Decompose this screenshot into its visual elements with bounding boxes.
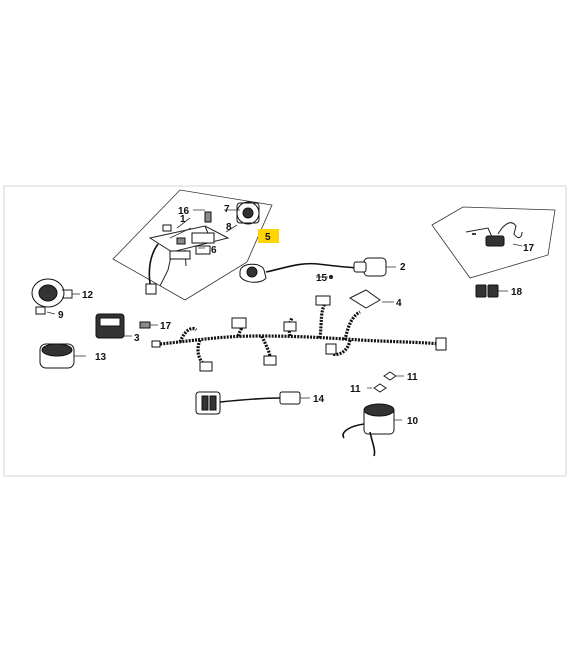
- svg-text:9: 9: [58, 310, 64, 321]
- svg-text:12: 12: [82, 290, 94, 301]
- main-wiring-harness: [151, 289, 447, 372]
- callout-6: 6: [211, 245, 217, 256]
- svg-text:11: 11: [407, 372, 418, 383]
- diagram-frame: [3, 185, 567, 477]
- svg-text:13: 13: [95, 352, 107, 363]
- callout-11-left: 11: [350, 384, 361, 395]
- regulator-rectifier: [39, 343, 86, 369]
- svg-text:18: 18: [511, 287, 523, 298]
- callout-16: 16: [178, 206, 190, 217]
- horn: [31, 278, 80, 315]
- callout-1: 1: [180, 214, 186, 225]
- svg-text:4: 4: [396, 298, 402, 309]
- svg-text:5: 5: [265, 232, 271, 243]
- callout-14: 14: [313, 394, 325, 405]
- callout-3: 3: [134, 333, 140, 344]
- svg-text:14: 14: [313, 394, 325, 405]
- svg-text:3: 3: [134, 333, 140, 344]
- callout-5-highlight: 5: [258, 229, 279, 243]
- svg-text:7: 7: [224, 204, 230, 215]
- callout-2: 2: [400, 262, 406, 273]
- callout-9: 9: [58, 310, 64, 321]
- svg-text:8: 8: [226, 222, 232, 233]
- svg-text:10: 10: [407, 416, 419, 427]
- svg-text:6: 6: [211, 245, 217, 256]
- svg-text:11: 11: [350, 384, 361, 395]
- callout-12: 12: [82, 290, 94, 301]
- flasher-relay: [95, 313, 158, 339]
- callout-8: 8: [226, 222, 232, 233]
- callout-4: 4: [396, 298, 402, 309]
- callout-11-right: 11: [407, 372, 418, 383]
- fuel-sensor: [342, 371, 404, 457]
- svg-text:2: 2: [400, 262, 406, 273]
- callout-15: 15: [316, 273, 328, 284]
- relay-connectors: [475, 284, 508, 298]
- svg-text:17: 17: [523, 243, 535, 254]
- svg-text:17: 17: [160, 321, 172, 332]
- svg-text:16: 16: [178, 206, 190, 217]
- callout-10: 10: [407, 416, 419, 427]
- throttle-cable-group: [431, 206, 556, 279]
- ignition-switch-assembly: [112, 189, 273, 301]
- svg-text:1: 1: [180, 214, 186, 225]
- power-socket-cable: [195, 391, 310, 415]
- callout-7: 7: [224, 204, 230, 215]
- callout-18: 18: [511, 287, 523, 298]
- callout-13: 13: [95, 352, 107, 363]
- callout-17-top: 17: [523, 243, 535, 254]
- callout-17-mid: 17: [160, 321, 172, 332]
- ignition-coil: [239, 257, 396, 283]
- svg-text:15: 15: [316, 273, 328, 284]
